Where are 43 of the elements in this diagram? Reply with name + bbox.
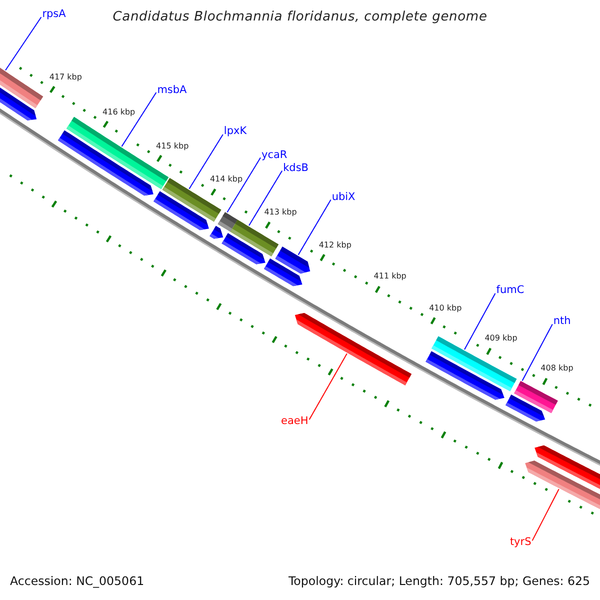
leader-line [522,324,553,382]
footer-note: Accession: NC_005061 [10,575,144,589]
tick-label: 415 kbp [156,141,189,150]
gene-label: fumC [496,284,524,296]
leader-line [308,353,348,420]
leader-line [532,488,560,542]
pointed-gene-bar [154,191,209,230]
gene-label: kdsB [283,162,308,174]
pointed-gene-bar [58,130,154,196]
gene-label: nth [553,315,571,328]
pointed-gene-bar [534,445,600,489]
gene-label: eaeH [281,414,308,427]
tick-label: 408 kbp [540,364,574,373]
leader-line [5,16,42,71]
pointed-gene-bar [264,258,302,286]
tick-label: 410 kbp [429,303,462,312]
gene-label: lpxK [224,125,247,138]
tick-label: 412 kbp [318,240,352,250]
leader-line [298,199,332,256]
gene-label: rpsA [42,8,66,20]
tick-label: 409 kbp [484,334,518,343]
gene-label: ycaR [262,148,288,161]
tick-label: 417 kbp [49,72,82,82]
leader-line [248,170,283,226]
pointed-gene-bar [222,233,266,264]
leader-line [226,157,262,213]
footer-note: Topology: circular; Length: 705,557 bp; Genes: 625 [288,575,590,589]
pointed-gene-bar [0,88,37,120]
tick-label: 413 kbp [264,208,297,217]
leader-line [188,134,224,190]
tick-label: 416 kbp [102,107,136,116]
gene-label: tyrS [510,536,532,548]
gene-label: ubiX [332,190,356,203]
pointed-gene-bar [506,394,546,422]
leader-line [464,292,496,350]
gene-label: msbA [157,83,187,96]
pointed-gene-bar [294,312,412,386]
tick-label: 414 kbp [210,174,243,184]
map-title: Candidatus Blochmannia floridanus, complete genome [112,10,488,26]
pointed-gene-bar [426,351,504,400]
tick-label: 411 kbp [374,272,406,282]
leader-line [121,92,157,147]
pointed-gene-bar [210,226,224,239]
